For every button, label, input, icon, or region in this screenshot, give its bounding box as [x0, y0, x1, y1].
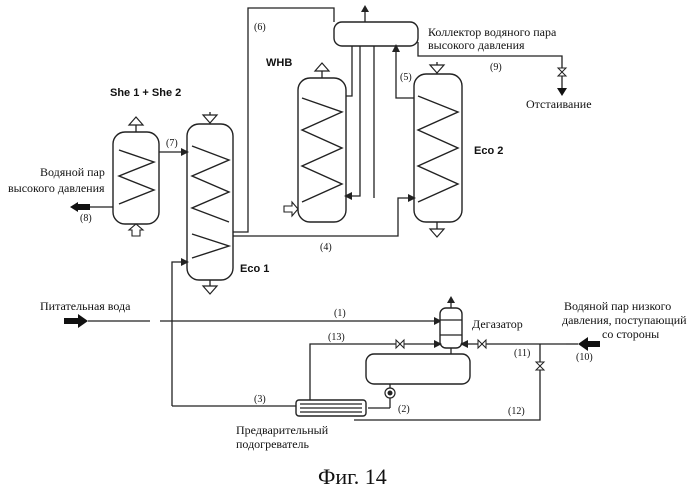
hp-steam-out-arrow-icon [70, 202, 90, 212]
superheater-label: She 1 + She 2 [110, 87, 181, 99]
hp-steam-label-line2: высокого давления [8, 181, 105, 195]
stream-1-label: (1) [334, 308, 346, 319]
deaerator-tank [366, 354, 470, 384]
hp-steam-label-line1: Водяной пар [40, 165, 105, 179]
preheater-label-line1: Предварительный [236, 423, 329, 437]
stream-4-label: (4) [320, 242, 332, 253]
whb-label: WHB [266, 57, 292, 69]
superheater-bottom-arrow-icon [129, 224, 143, 236]
eco1-label: Eco 1 [240, 263, 269, 275]
lp-steam-arrow-icon [578, 337, 600, 351]
line-13-valve-icon [396, 340, 404, 348]
settling-valve-icon [558, 68, 566, 76]
eco2-label: Eco 2 [474, 145, 503, 157]
stream-12-label: (12) [508, 406, 525, 417]
line-11-valve-icon [478, 340, 486, 348]
figure-caption: Фиг. 14 [318, 464, 387, 489]
deaerator-column [440, 308, 462, 348]
stream-9-label: (9) [490, 62, 502, 73]
eco1-top-arrow-icon [203, 112, 217, 124]
stream-5-label: (5) [400, 72, 412, 83]
collector-label-line2: высокого давления [428, 38, 525, 52]
stream-11-label: (11) [514, 348, 530, 359]
settling-arrow-icon [557, 88, 567, 96]
hp-steam-collector [334, 22, 418, 46]
whb-riser [346, 46, 352, 96]
lp-steam-label-line1: Водяной пар низкого [564, 299, 671, 313]
whb-top-arrow-icon [315, 63, 329, 78]
whb-downcomer [346, 46, 360, 196]
stream-7-label: (7) [166, 138, 178, 149]
lp-steam-label-line2: давления, поступающий [562, 313, 687, 327]
stream-8-label: (8) [80, 213, 92, 224]
stream-10-label: (10) [576, 352, 593, 363]
whb-inlet-arrow-icon [284, 202, 298, 216]
preheater-label-line2: подогреватель [236, 437, 310, 451]
collector-vent-arrow-icon [361, 5, 369, 22]
deaerator-label: Дегазатор [472, 317, 523, 331]
collector-label-line1: Коллектор водяного пара [428, 25, 557, 39]
eco2-top-arrow-icon [430, 62, 444, 74]
superheater-top-arrow-icon [129, 117, 143, 132]
superheater-vessel [113, 132, 159, 224]
settling-label: Отстаивание [526, 97, 592, 111]
feed-water-label: Питательная вода [40, 299, 131, 313]
stream-3-label: (3) [254, 394, 266, 405]
stream-6-label: (6) [254, 22, 266, 33]
line-12-valve-icon [536, 362, 544, 370]
eco1-feed-line [172, 262, 187, 406]
stream-13-label: (13) [328, 332, 345, 343]
deaerator-vent-arrow-icon [447, 296, 455, 303]
feed-water-arrow-icon [64, 314, 88, 328]
stream-2-label: (2) [398, 404, 410, 415]
lp-steam-label-line3: со стороны [602, 327, 659, 341]
eco2-bottom-arrow-icon [430, 222, 444, 237]
eco1-bottom-arrow-icon [203, 280, 217, 294]
